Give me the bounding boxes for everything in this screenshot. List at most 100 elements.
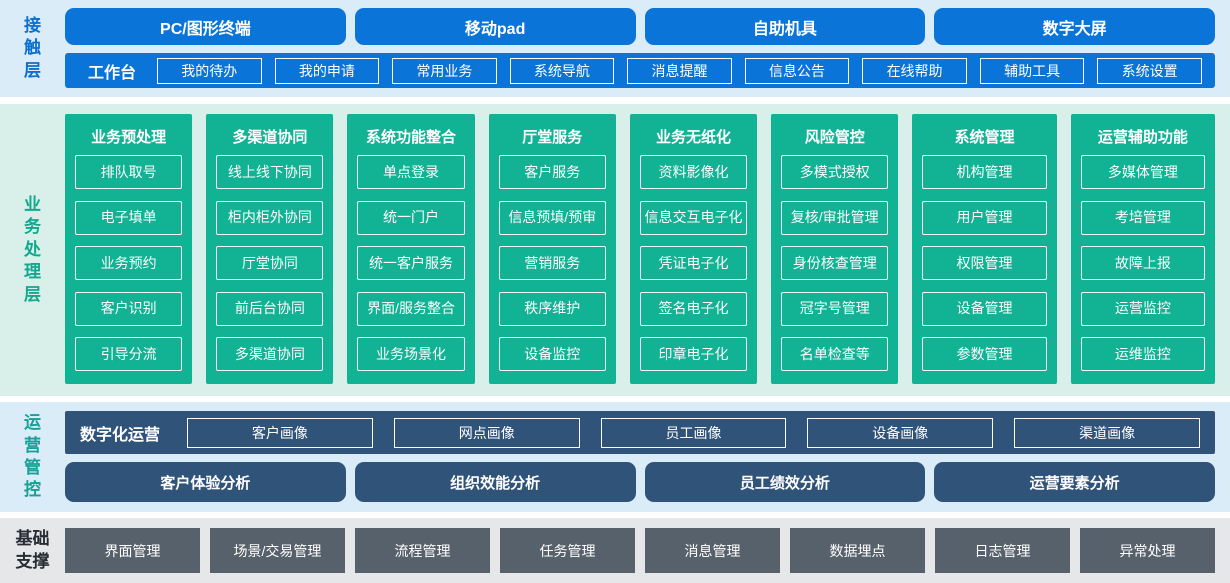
- module-box: 资料影像化: [639, 155, 748, 189]
- module-box: 考培管理: [1080, 200, 1206, 235]
- module-box: 冠字号管理: [781, 291, 889, 326]
- column-paperless-business: 业务无纸化 资料影像化 信息交互电子化 凭证电子化 签名电子化 印章电子化: [629, 114, 758, 384]
- module-box: 界面/服务整合: [357, 291, 465, 326]
- module-box: 信息交互电子化: [639, 200, 748, 235]
- business-layer-label: 业务处理层: [24, 194, 41, 304]
- module-box: 统一客户服务: [357, 246, 465, 280]
- operations-layer-content: 数字化运营 客户画像 网点画像 员工画像 设备画像 渠道画像 客户体验分析 组织…: [65, 402, 1215, 512]
- workbench-item-message-alert: 消息提醒: [627, 57, 732, 84]
- analysis-operation-factors: 运营要素分析: [934, 462, 1215, 502]
- workbench-item-info-bulletin: 信息公告: [744, 57, 850, 84]
- workbench-item-common-business: 常用业务: [392, 57, 497, 84]
- column-title: 系统功能整合: [366, 128, 457, 146]
- column-operation-auxiliary: 运营辅助功能 多媒体管理 考培管理 故障上报 运营监控 运维监控: [1070, 114, 1216, 384]
- business-layer-content: 业务预处理 排队取号 电子填单 业务预约 客户识别 引导分流 多渠道协同 线上线…: [65, 104, 1216, 396]
- column-title: 厅堂服务: [522, 128, 583, 146]
- workbench-bar: 工作台 我的待办 我的申请 常用业务 系统导航 消息提醒 信息公告 在线帮助 辅…: [65, 53, 1215, 88]
- module-box: 权限管理: [922, 246, 1047, 280]
- module-box: 故障上报: [1080, 246, 1206, 280]
- contact-layer-label-wrap: 接触层: [0, 0, 65, 97]
- module-box: 柜内柜外协同: [216, 200, 324, 235]
- analysis-employee-performance: 员工绩效分析: [644, 462, 926, 502]
- module-box: 设备管理: [922, 291, 1047, 326]
- profile-employee: 员工画像: [600, 417, 787, 448]
- column-business-preprocessing: 业务预处理 排队取号 电子填单 业务预约 客户识别 引导分流: [65, 114, 193, 384]
- workbench-item-system-settings: 系统设置: [1097, 57, 1202, 84]
- module-box: 统一门户: [357, 200, 465, 235]
- operations-layer-band: 运营管控 数字化运营 客户画像 网点画像 员工画像 设备画像 渠道画像 客户体验…: [0, 402, 1230, 512]
- column-title: 业务无纸化: [655, 128, 731, 146]
- device-mobile-pad: 移动pad: [354, 8, 636, 45]
- analysis-customer-experience: 客户体验分析: [65, 462, 346, 502]
- foundation-layer-content: 界面管理 场景/交易管理 流程管理 任务管理 消息管理 数据埋点 日志管理 异常…: [65, 518, 1215, 583]
- module-box: 单点登录: [357, 155, 465, 189]
- digital-operation-bar: 数字化运营 客户画像 网点画像 员工画像 设备画像 渠道画像: [65, 411, 1215, 454]
- workbench-item-applications: 我的申请: [274, 57, 380, 84]
- module-box: 业务预约: [75, 246, 183, 280]
- contact-layer-band: 接触层 PC/图形终端 移动pad 自助机具 数字大屏 工作台 我的待办 我的申…: [0, 0, 1230, 97]
- profile-device: 设备画像: [807, 417, 994, 448]
- module-box: 信息预填/预审: [498, 200, 606, 235]
- column-title: 风险管控: [804, 128, 865, 146]
- module-box: 签名电子化: [639, 291, 748, 326]
- foundation-ui-management: 界面管理: [65, 528, 200, 573]
- device-row: PC/图形终端 移动pad 自助机具 数字大屏: [65, 8, 1215, 45]
- module-box: 运营监控: [1080, 291, 1206, 326]
- column-title: 多渠道协同: [232, 128, 308, 146]
- workbench-item-aux-tools: 辅助工具: [979, 57, 1085, 84]
- module-box: 复核/审批管理: [781, 200, 889, 235]
- column-lobby-service: 厅堂服务 客户服务 信息预填/预审 营销服务 秩序维护 设备监控: [488, 114, 616, 384]
- profile-branch: 网点画像: [393, 417, 580, 448]
- module-box: 身份核查管理: [781, 246, 889, 280]
- business-layer-label-wrap: 业务处理层: [0, 104, 65, 396]
- device-pc-terminal: PC/图形终端: [65, 8, 346, 45]
- module-box: 参数管理: [922, 337, 1047, 371]
- module-box: 多媒体管理: [1080, 155, 1206, 189]
- foundation-layer-band: 基础支撑 界面管理 场景/交易管理 流程管理 任务管理 消息管理 数据埋点 日志…: [0, 518, 1230, 583]
- module-box: 引导分流: [75, 337, 183, 371]
- module-box: 前后台协同: [216, 291, 324, 326]
- column-system-integration: 系统功能整合 单点登录 统一门户 统一客户服务 界面/服务整合 业务场景化: [347, 114, 475, 384]
- device-self-service: 自助机具: [644, 8, 926, 45]
- operations-layer-label-wrap: 运营管控: [0, 402, 65, 512]
- foundation-log-management: 日志管理: [935, 528, 1070, 573]
- foundation-process-management: 流程管理: [355, 528, 490, 573]
- foundation-message-management: 消息管理: [645, 528, 780, 573]
- workbench-item-system-nav: 系统导航: [509, 57, 615, 84]
- digital-operation-label: 数字化运营: [80, 426, 161, 444]
- module-box: 客户服务: [498, 155, 606, 189]
- contact-layer-label: 接触层: [24, 15, 41, 80]
- column-risk-control: 风险管控 多模式授权 复核/审批管理 身份核查管理 冠字号管理 名单检查等: [771, 114, 899, 384]
- module-box: 客户识别: [75, 291, 183, 326]
- column-title: 系统管理: [954, 128, 1015, 146]
- module-box: 凭证电子化: [639, 246, 748, 280]
- column-system-management: 系统管理 机构管理 用户管理 权限管理 设备管理 参数管理: [912, 114, 1057, 384]
- workbench-item-online-help: 在线帮助: [862, 57, 967, 84]
- column-title: 业务预处理: [91, 128, 167, 146]
- column-title: 运营辅助功能: [1097, 128, 1188, 146]
- operations-layer-label: 运营管控: [24, 413, 41, 500]
- module-box: 运维监控: [1080, 337, 1206, 371]
- module-box: 排队取号: [75, 155, 183, 189]
- module-box: 名单检查等: [781, 337, 889, 371]
- module-box: 厅堂协同: [216, 246, 324, 280]
- profile-customer: 客户画像: [187, 417, 373, 448]
- workbench-label: 工作台: [88, 64, 137, 82]
- foundation-data-tracking: 数据埋点: [790, 528, 925, 573]
- module-box: 用户管理: [922, 200, 1047, 235]
- module-box: 机构管理: [922, 155, 1047, 189]
- foundation-exception-handling: 异常处理: [1080, 528, 1215, 573]
- analysis-row: 客户体验分析 组织效能分析 员工绩效分析 运营要素分析: [65, 462, 1215, 502]
- analysis-org-efficiency: 组织效能分析: [354, 462, 636, 502]
- foundation-layer-label-wrap: 基础支撑: [0, 518, 65, 583]
- module-box: 多模式授权: [781, 155, 889, 189]
- module-box: 营销服务: [498, 246, 606, 280]
- profile-channel: 渠道画像: [1014, 417, 1200, 448]
- module-box: 设备监控: [498, 337, 606, 371]
- column-multichannel-collab: 多渠道协同 线上线下协同 柜内柜外协同 厅堂协同 前后台协同 多渠道协同: [206, 114, 334, 384]
- contact-layer-content: PC/图形终端 移动pad 自助机具 数字大屏 工作台 我的待办 我的申请 常用…: [65, 0, 1215, 97]
- module-box: 业务场景化: [357, 337, 465, 371]
- module-box: 多渠道协同: [216, 337, 324, 371]
- business-layer-band: 业务处理层 业务预处理 排队取号 电子填单 业务预约 客户识别 引导分流 多渠道…: [0, 104, 1230, 396]
